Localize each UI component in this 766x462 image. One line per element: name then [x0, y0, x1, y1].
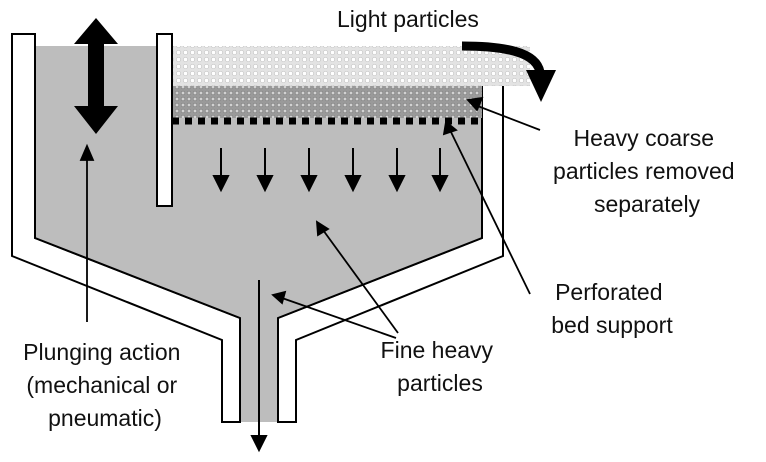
- overflow-arrow-head-icon: [526, 70, 556, 102]
- down-arrow-icon: [344, 148, 362, 193]
- down-arrow-icon: [300, 148, 318, 193]
- down-arrow-icon: [388, 148, 406, 193]
- liquid-body: [35, 46, 482, 422]
- down-arrow-icon: [256, 148, 274, 193]
- down-arrow-icon: [431, 148, 449, 193]
- plunging-action-label: Plunging action (mechanical or pneumatic…: [23, 339, 187, 431]
- double-headed-arrow-icon: [74, 18, 118, 134]
- down-arrow-icon: [212, 148, 230, 193]
- perforated-bed-label: Perforated bed support: [551, 279, 673, 338]
- leader-arrows: [79, 96, 541, 339]
- flow-arrows: [212, 148, 449, 193]
- heavy-coarse-label: Heavy coarse particles removed separatel…: [553, 125, 741, 217]
- light-particles-label: Light particles: [337, 6, 479, 32]
- overflow-arrow-icon: [461, 41, 545, 74]
- baffle-plate: [156, 33, 173, 207]
- light-particle-layer: [172, 46, 530, 86]
- vessel-inner-outline: [34, 34, 483, 422]
- discharge-arrow-icon: [250, 280, 268, 453]
- fine-heavy-label: Fine heavy particles: [381, 337, 500, 396]
- heavy-coarse-layer: [172, 86, 482, 118]
